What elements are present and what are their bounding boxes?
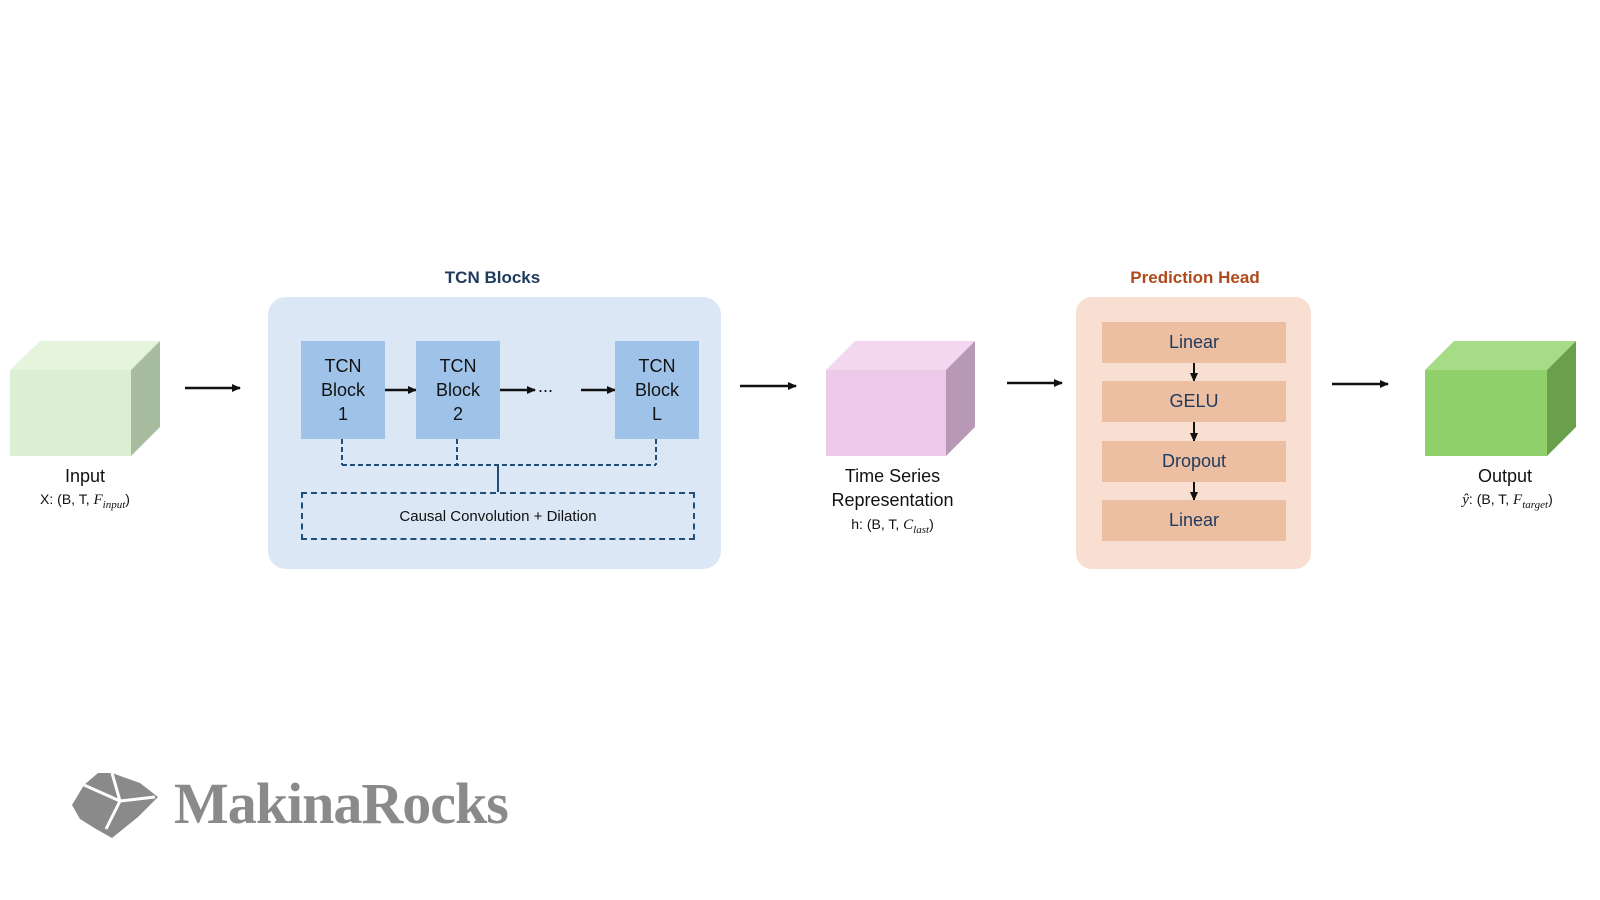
makinarocks-logo-emblem [72, 772, 158, 838]
representation-label: Time Series Representation [831, 466, 954, 510]
tcn-block-1: TCN Block 1 [301, 341, 385, 439]
input-cube [10, 341, 160, 456]
input-label: Input [64, 466, 106, 486]
tcn-ellipsis: ... [538, 376, 554, 396]
ph-layer-linear-2: Linear [1102, 500, 1286, 541]
input-shape: X: (B, T, Finput) [40, 491, 130, 511]
ph-layer-dropout: Dropout [1102, 441, 1286, 482]
causal-convolution-label: Causal Convolution + Dilation [399, 507, 597, 525]
tcn-block-2: TCN Block 2 [416, 341, 500, 439]
representation-cube [826, 341, 975, 456]
makinarocks-logo-text: MakinaRocks [174, 771, 509, 836]
prediction-head-title: Prediction Head [1130, 268, 1260, 287]
causal-convolution-box: Causal Convolution + Dilation [301, 492, 695, 540]
ph-layer-gelu: GELU [1102, 381, 1286, 422]
output-cube [1425, 341, 1576, 456]
ph-layer-linear-1: Linear [1102, 322, 1286, 363]
dilation-connectors [341, 439, 657, 492]
tcn-block-l: TCN Block L [615, 341, 699, 439]
output-shape: ŷ: (B, T, Ftarget) [1462, 491, 1553, 511]
representation-shape: h: (B, T, Clast) [851, 516, 934, 536]
output-label: Output [1477, 466, 1533, 486]
tcn-blocks-title: TCN Blocks [444, 268, 541, 287]
